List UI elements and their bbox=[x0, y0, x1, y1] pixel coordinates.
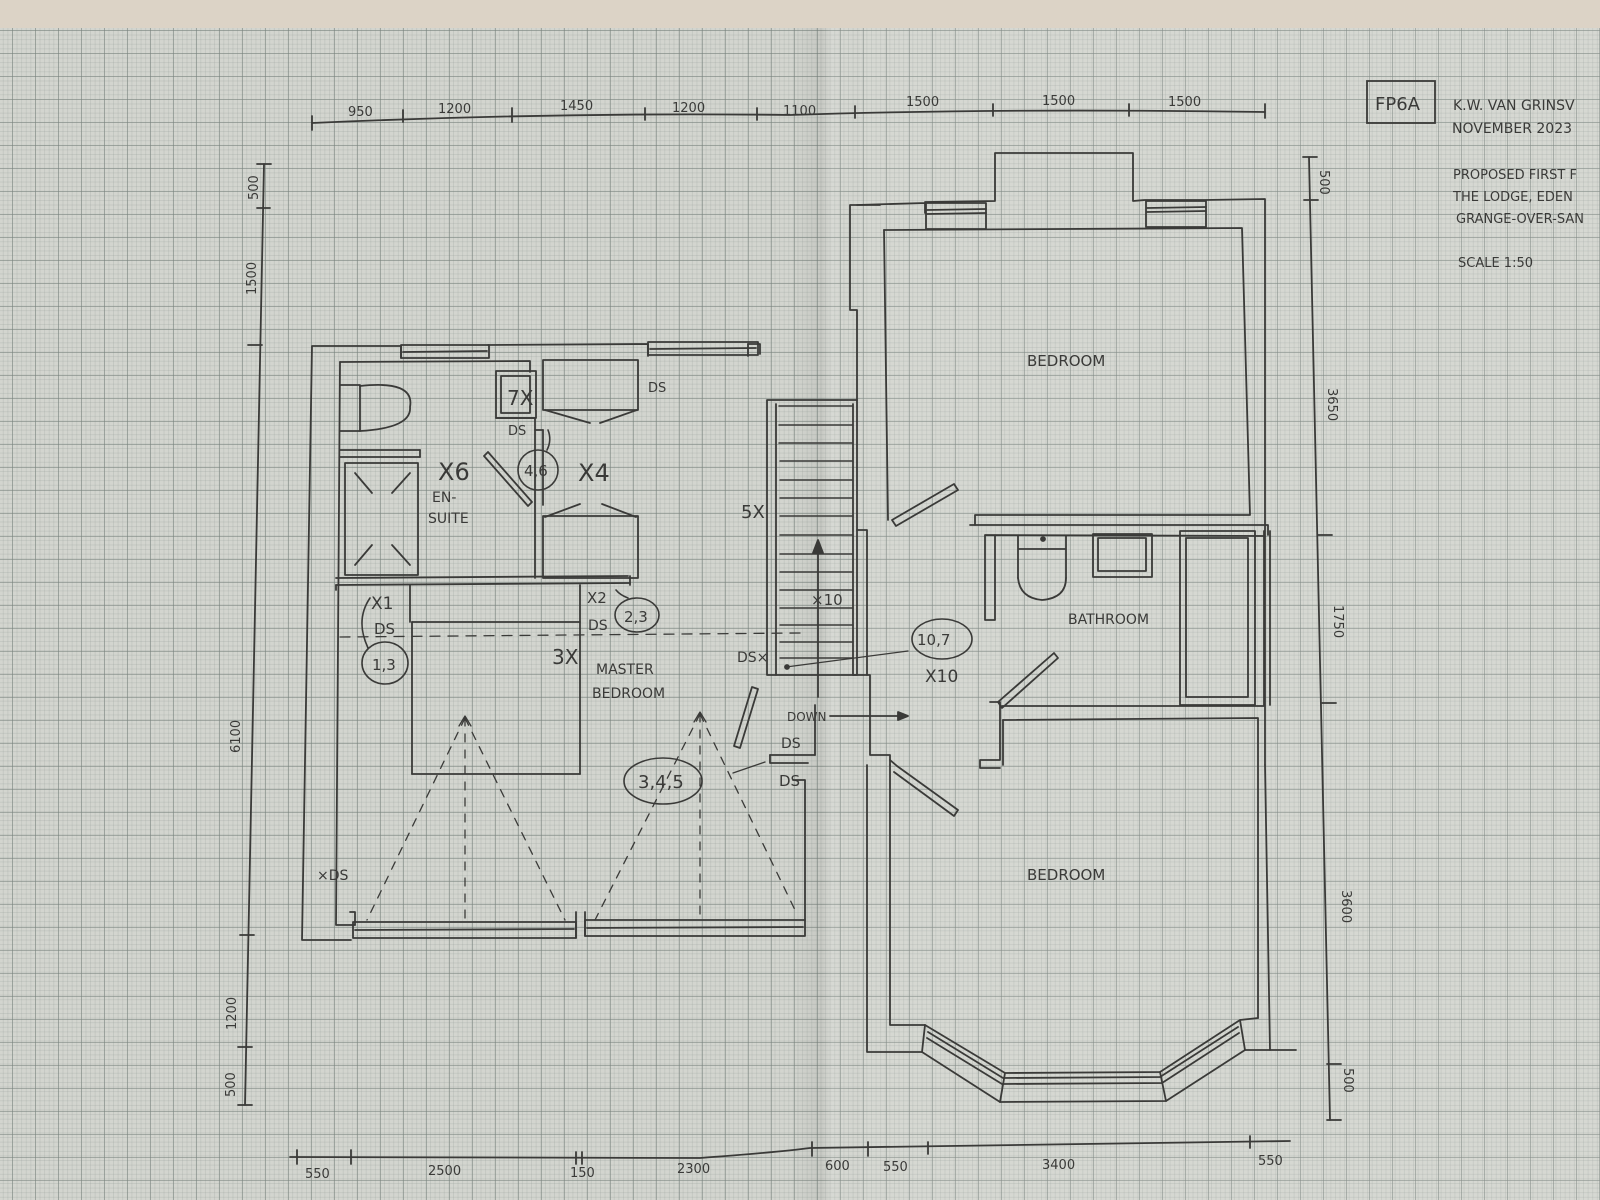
description-line-2: THE LODGE, EDEN bbox=[1452, 190, 1573, 205]
annotation-x10-landing: X10 bbox=[925, 667, 958, 687]
author: K.W. VAN GRINSV bbox=[1453, 98, 1575, 114]
dim-top-3: 1450 bbox=[560, 99, 593, 114]
dim-right-2: 3650 bbox=[1324, 388, 1339, 421]
dim-bottom-4: 2300 bbox=[677, 1162, 710, 1177]
dim-top-4: 1200 bbox=[672, 101, 705, 116]
dim-left-5: 500 bbox=[224, 1072, 239, 1097]
dim-left-3: 6100 bbox=[229, 720, 244, 753]
annotation-ds-2: DS bbox=[588, 618, 608, 634]
annotation-ds-top: DS bbox=[648, 381, 666, 396]
annotation-x4: X4 bbox=[578, 459, 610, 487]
dim-top-2: 1200 bbox=[438, 102, 471, 117]
dim-top-6: 1500 bbox=[906, 95, 939, 110]
dim-bottom-2: 2500 bbox=[428, 1164, 461, 1179]
dim-right-5: 500 bbox=[1340, 1068, 1355, 1093]
room-label-ensuite-2: SUITE bbox=[428, 511, 469, 527]
annotation-circle-1-3: 1,3 bbox=[372, 656, 396, 674]
annotation-ds-landing-b: DS bbox=[779, 772, 800, 790]
annotation-ds-stair: DS× bbox=[737, 650, 768, 666]
dim-top-7: 1500 bbox=[1042, 94, 1075, 109]
master-bedroom-interior bbox=[335, 584, 816, 923]
description-line-1: PROPOSED FIRST F bbox=[1453, 168, 1577, 183]
dim-bottom-6: 550 bbox=[883, 1160, 908, 1175]
dim-bottom-7: 3400 bbox=[1042, 1158, 1075, 1173]
annotation-circle-4-6: 4,6 bbox=[524, 462, 548, 480]
bathroom-walls bbox=[974, 524, 1271, 1019]
annotation-ds-landing-a: DS bbox=[781, 736, 801, 752]
annotation-ds-1: DS bbox=[374, 620, 395, 638]
description-line-3: GRANGE-OVER-SAN bbox=[1456, 212, 1584, 227]
annotation-ds-corner: ×DS bbox=[317, 868, 349, 884]
date: NOVEMBER 2023 bbox=[1452, 121, 1572, 137]
room-label-master-1: MASTER bbox=[596, 662, 654, 678]
bottom-dimension-line bbox=[289, 1135, 1291, 1165]
room-label-bedroom-bottom: BEDROOM bbox=[1027, 866, 1105, 884]
dim-left-2: 1500 bbox=[245, 262, 260, 295]
annotation-circle-2-3: 2,3 bbox=[624, 608, 648, 626]
annotation-circle-3-4-5: 3,4,5 bbox=[638, 772, 684, 793]
dim-bottom-1: 550 bbox=[305, 1167, 330, 1182]
annotation-x1: X1 bbox=[371, 594, 393, 614]
staircase bbox=[766, 204, 909, 766]
page-fold bbox=[790, 28, 860, 1200]
right-dimension-line bbox=[1302, 156, 1342, 1121]
left-dimension-line bbox=[237, 163, 272, 1106]
scale: SCALE 1:50 bbox=[1458, 256, 1533, 271]
bottom-bedroom-walls bbox=[866, 759, 1297, 1103]
ensuite-fixtures bbox=[335, 359, 639, 586]
annotation-7x: 7X bbox=[507, 386, 534, 410]
dim-top-1: 950 bbox=[348, 105, 373, 120]
room-label-master-2: BEDROOM bbox=[592, 686, 665, 702]
dim-bottom-8: 550 bbox=[1258, 1154, 1283, 1169]
annotation-x6: X6 bbox=[438, 458, 470, 486]
annotation-5x: 5X bbox=[741, 502, 765, 523]
annotation-ds-ensuite: DS bbox=[508, 424, 526, 439]
room-label-ensuite-1: EN- bbox=[432, 490, 456, 506]
dim-top-5: 1100 bbox=[783, 104, 816, 119]
annotation-3x: 3X bbox=[552, 645, 579, 669]
title-block: FP6A K.W. VAN GRINSV NOVEMBER 2023 PROPO… bbox=[1366, 80, 1584, 271]
dim-right-3: 1750 bbox=[1330, 605, 1345, 638]
annotation-down: DOWN bbox=[787, 710, 827, 724]
drawing-ref: FP6A bbox=[1375, 94, 1421, 115]
annotation-circles bbox=[361, 429, 973, 805]
annotation-x10-stair: ×10 bbox=[811, 591, 843, 609]
dim-right-1: 500 bbox=[1316, 170, 1331, 195]
graph-paper bbox=[0, 28, 1600, 1200]
dim-top-8: 1500 bbox=[1168, 95, 1201, 110]
annotation-x2: X2 bbox=[587, 589, 607, 607]
top-dimension-line bbox=[311, 103, 1266, 131]
dim-left-4: 1200 bbox=[225, 997, 240, 1030]
room-label-bedroom-top: BEDROOM bbox=[1027, 352, 1105, 370]
dim-right-4: 3600 bbox=[1338, 890, 1353, 923]
dim-bottom-3: 150 bbox=[570, 1166, 595, 1181]
dim-left-1: 500 bbox=[247, 175, 262, 200]
room-label-bathroom: BATHROOM bbox=[1068, 612, 1149, 628]
paper-highlight bbox=[860, 28, 1600, 1200]
top-bedroom-walls bbox=[856, 152, 1266, 766]
annotation-circle-10-7: 10,7 bbox=[917, 631, 950, 649]
left-block-walls bbox=[301, 341, 806, 941]
dim-bottom-5: 600 bbox=[825, 1159, 850, 1174]
